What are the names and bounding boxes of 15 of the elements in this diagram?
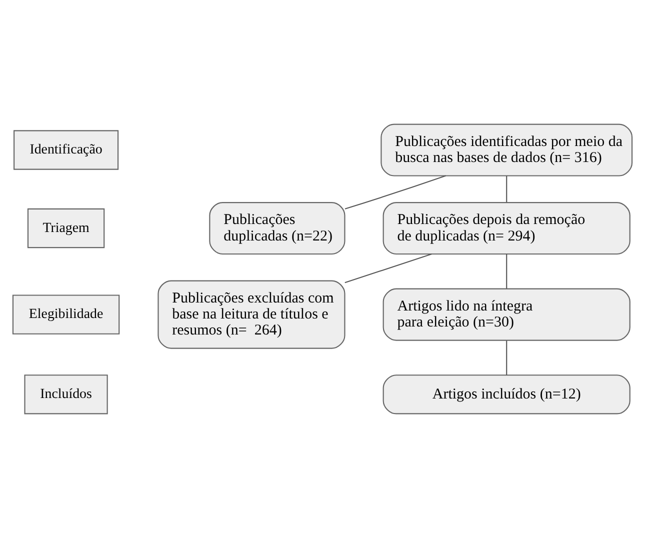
connector <box>506 340 508 376</box>
node-box: Identificação <box>14 130 119 170</box>
node-box: Publicações excluídas com base na leitura de títulos e resumos (n= 264) <box>158 280 346 349</box>
connector <box>506 254 508 289</box>
node-box: Elegibilidade <box>12 294 120 334</box>
node-box: Artigos lido na íntegra para eleição (n=30) <box>382 288 630 341</box>
connector <box>344 175 446 210</box>
node-box: Publicações duplicadas (n=22) <box>209 202 346 255</box>
node-box: Incluídos <box>24 374 108 414</box>
node-box: Publicações depois da remoção de duplicadas (n= 294) <box>382 202 630 255</box>
node-box: Triagem <box>27 208 105 248</box>
connector <box>344 254 432 284</box>
connector <box>506 176 508 202</box>
node-box: Artigos incluídos (n=12) <box>382 374 630 414</box>
node-box: Publicações identificadas por meio da busca nas bases de dados (n= 316) <box>380 124 633 176</box>
